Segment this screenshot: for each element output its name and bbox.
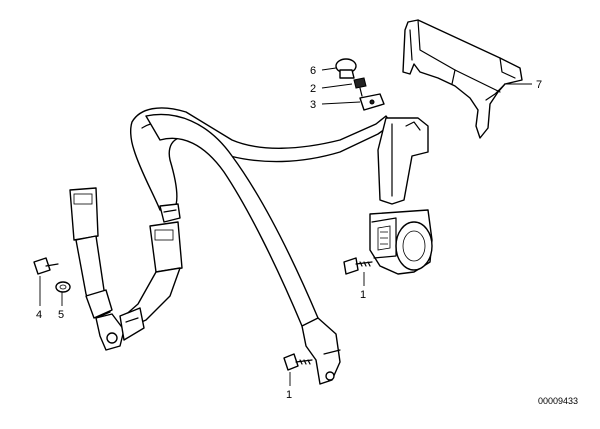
left-washer bbox=[55, 281, 71, 293]
leader-2 bbox=[321, 83, 353, 89]
anchor-hole bbox=[325, 371, 335, 381]
callout-4: 4 bbox=[36, 309, 42, 321]
document-number: 00009433 bbox=[538, 396, 578, 406]
callout-7: 7 bbox=[536, 79, 542, 91]
callout-1-upper: 1 bbox=[360, 289, 366, 301]
callout-1-lower: 1 bbox=[286, 389, 292, 401]
callout-2: 2 bbox=[310, 83, 316, 95]
cap-part bbox=[335, 58, 357, 79]
main-strap bbox=[145, 113, 341, 385]
bolt-part bbox=[353, 77, 367, 97]
clip-part bbox=[359, 93, 385, 111]
callout-3: 3 bbox=[310, 99, 316, 111]
leader-6 bbox=[321, 67, 337, 71]
buckle-right-part bbox=[119, 221, 183, 341]
lower-bolt bbox=[283, 353, 313, 371]
retractor-bolt bbox=[343, 257, 373, 275]
leader-3 bbox=[321, 101, 361, 105]
cover-part bbox=[402, 19, 523, 139]
strap-clip bbox=[159, 203, 181, 223]
left-bolt bbox=[33, 257, 59, 275]
callout-6: 6 bbox=[310, 65, 316, 77]
retractor-part bbox=[369, 117, 433, 275]
callout-5: 5 bbox=[58, 309, 64, 321]
buckle-left-part bbox=[69, 187, 125, 351]
